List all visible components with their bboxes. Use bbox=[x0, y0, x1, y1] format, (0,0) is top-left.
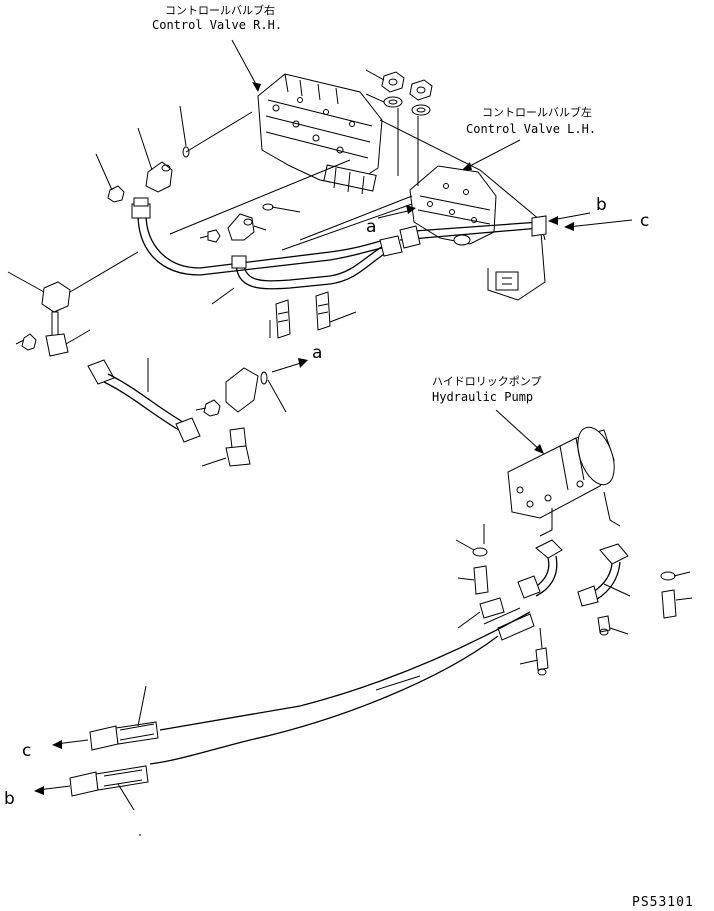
marker-b-upper: b bbox=[596, 195, 607, 215]
marker-c-lower: c bbox=[22, 741, 31, 761]
hydraulic-pump-jp-label: ハイドロリックポンプ bbox=[432, 375, 541, 388]
control-valve-rh-en-label: Control Valve R.H. bbox=[152, 18, 282, 32]
plug-fitting-left bbox=[95, 153, 125, 203]
o-rings bbox=[179, 105, 301, 213]
long-hoses-lower bbox=[34, 611, 531, 836]
marker-a-lower: a bbox=[312, 343, 322, 363]
marker-a-upper: a bbox=[366, 217, 376, 237]
control-valve-lh bbox=[409, 165, 497, 246]
pump-fittings-left bbox=[455, 539, 563, 676]
left-elbow-assembly bbox=[7, 251, 139, 357]
hydraulic-pump bbox=[483, 426, 621, 544]
label-leaders bbox=[231, 39, 544, 454]
marker-b-lower: b bbox=[4, 789, 15, 809]
nut-washer-set bbox=[365, 69, 433, 186]
tee-fittings bbox=[269, 291, 357, 339]
elbow-fittings bbox=[137, 127, 267, 243]
marker-arrows-upper bbox=[377, 205, 633, 231]
mounting-bracket bbox=[379, 119, 546, 301]
elbow-fitting-a bbox=[195, 358, 308, 467]
upper-pipe-assembly bbox=[131, 159, 547, 305]
control-valve-lh-jp-label: コントロールバルブ左 bbox=[482, 105, 592, 119]
drawing-code: PS53101 bbox=[632, 895, 694, 910]
hydraulic-pump-en-label: Hydraulic Pump bbox=[432, 390, 533, 404]
control-valve-rh-jp-label: コントロールバルブ右 bbox=[165, 3, 275, 17]
control-valve-lh-en-label: Control Valve L.H. bbox=[466, 122, 596, 136]
control-valve-rh bbox=[257, 73, 383, 195]
hose-assembly-left bbox=[87, 358, 201, 443]
marker-c-upper: c bbox=[640, 211, 649, 231]
pump-fittings-right bbox=[577, 543, 693, 636]
